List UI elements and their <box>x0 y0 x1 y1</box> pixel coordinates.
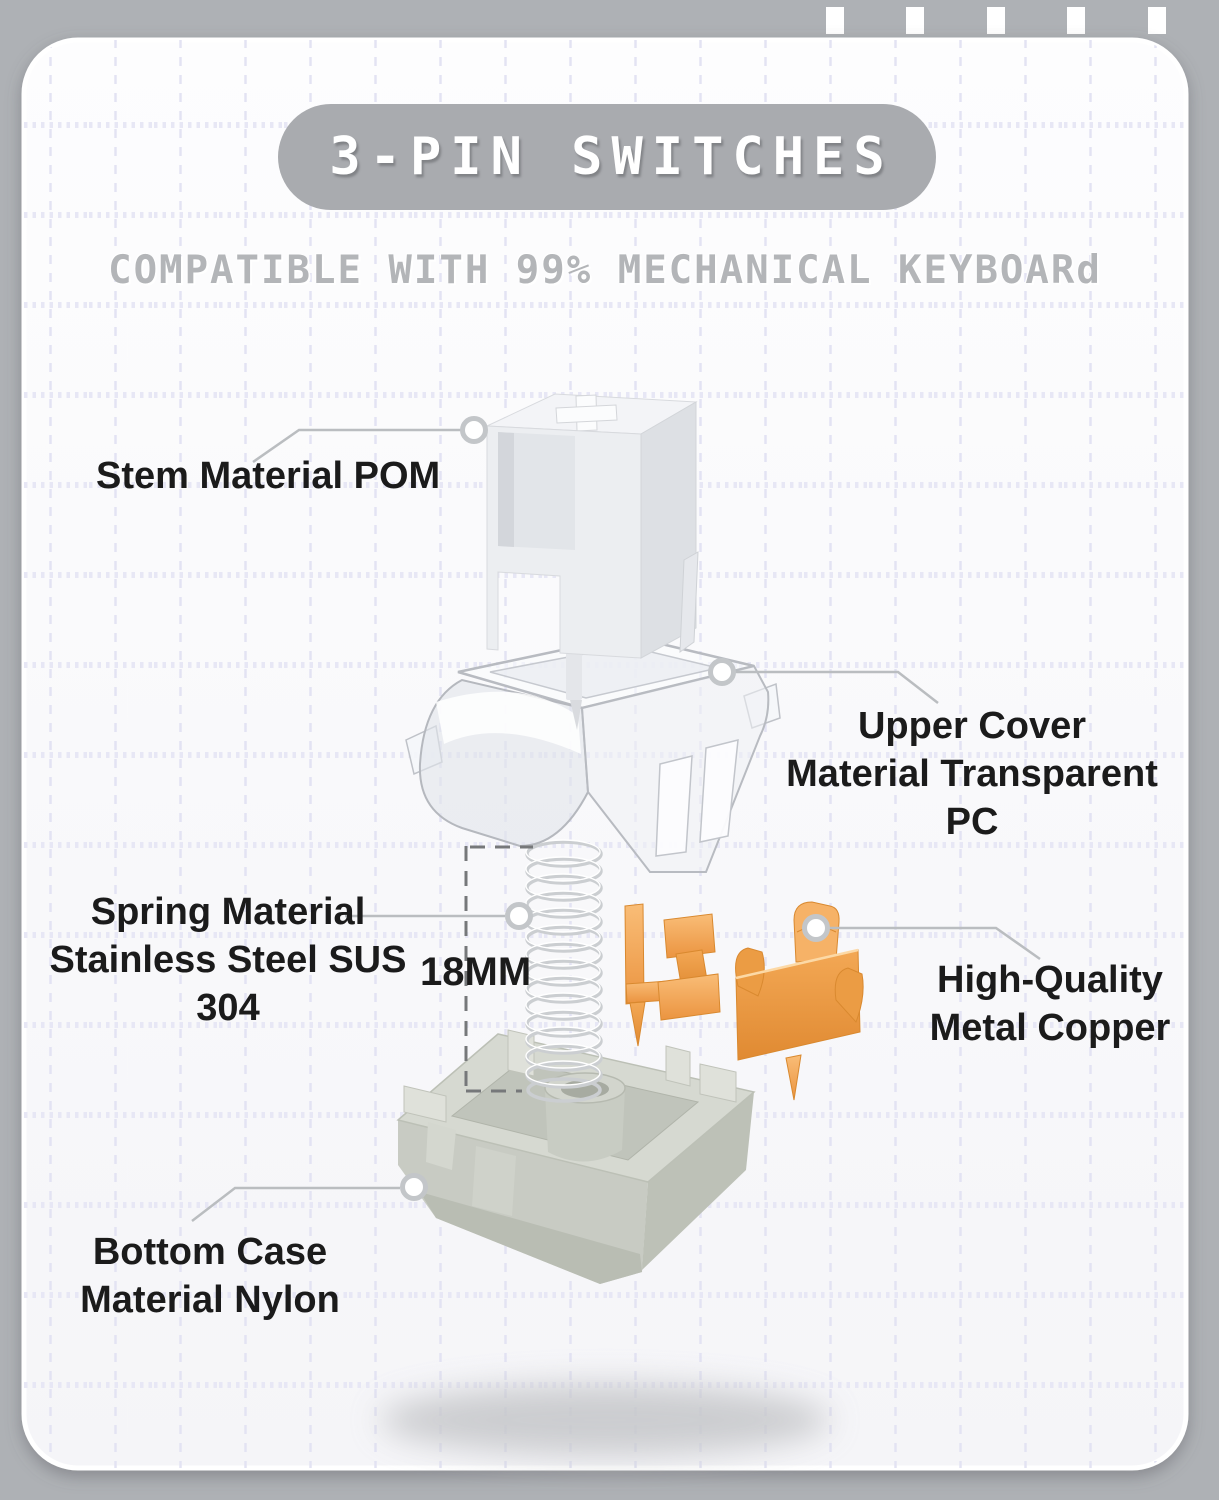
upper-cover-leader <box>708 658 939 704</box>
spring-illustration <box>525 839 603 1103</box>
callout-spring-line1: Spring Material <box>90 891 366 933</box>
callout-upper-cover-line2: Material Transparent PC <box>786 753 1158 843</box>
callout-copper-line1: High-Quality <box>937 959 1163 1001</box>
callout-upper-cover-line1: Upper Cover <box>857 705 1087 747</box>
callout-metal-copper: High-Quality Metal Copper <box>902 956 1198 1052</box>
marker-circle <box>460 416 488 444</box>
leader-lines <box>191 416 1041 1222</box>
dimension-line-18mm <box>464 845 533 1093</box>
film-strip-square <box>1148 7 1166 34</box>
spring-leader <box>345 902 533 930</box>
callout-spring-line2: Stainless Steel SUS 304 <box>49 939 407 1029</box>
callout-spring-material: Spring Material Stainless Steel SUS 304 <box>45 888 411 1032</box>
film-strip-square <box>906 7 924 34</box>
ground-shadow <box>380 1384 830 1456</box>
callout-bottom-line1: Bottom Case <box>92 1231 328 1273</box>
page-subtitle: COMPATIBLE WITH 99% MECHANICAL KEYBOARd <box>108 248 1102 293</box>
stem-illustration <box>486 393 699 730</box>
film-strip-square <box>826 7 844 34</box>
callout-bottom-line2: Material Nylon <box>80 1279 340 1321</box>
bottom-case-leader <box>191 1173 428 1222</box>
film-strip-square <box>1067 7 1085 34</box>
marker-circle <box>802 914 830 942</box>
callout-bottom-case: Bottom Case Material Nylon <box>62 1228 358 1324</box>
stem-leader <box>252 416 488 464</box>
callout-upper-cover: Upper Cover Material Transparent PC <box>770 702 1174 846</box>
copper-leader <box>802 914 1041 961</box>
callout-stem-material: Stem Material POM <box>96 455 441 497</box>
title-badge: 3-PIN SWITCHES <box>278 104 936 210</box>
marker-circle <box>400 1173 428 1201</box>
callout-spring-length: 18MM <box>420 950 532 994</box>
film-strip-square <box>987 7 1005 34</box>
upper-cover-illustration <box>405 634 781 873</box>
callout-copper-line2: Metal Copper <box>929 1007 1171 1049</box>
marker-circle <box>708 658 736 686</box>
page-title: 3-PIN SWITCHES <box>329 127 894 187</box>
marker-circle <box>505 902 533 930</box>
